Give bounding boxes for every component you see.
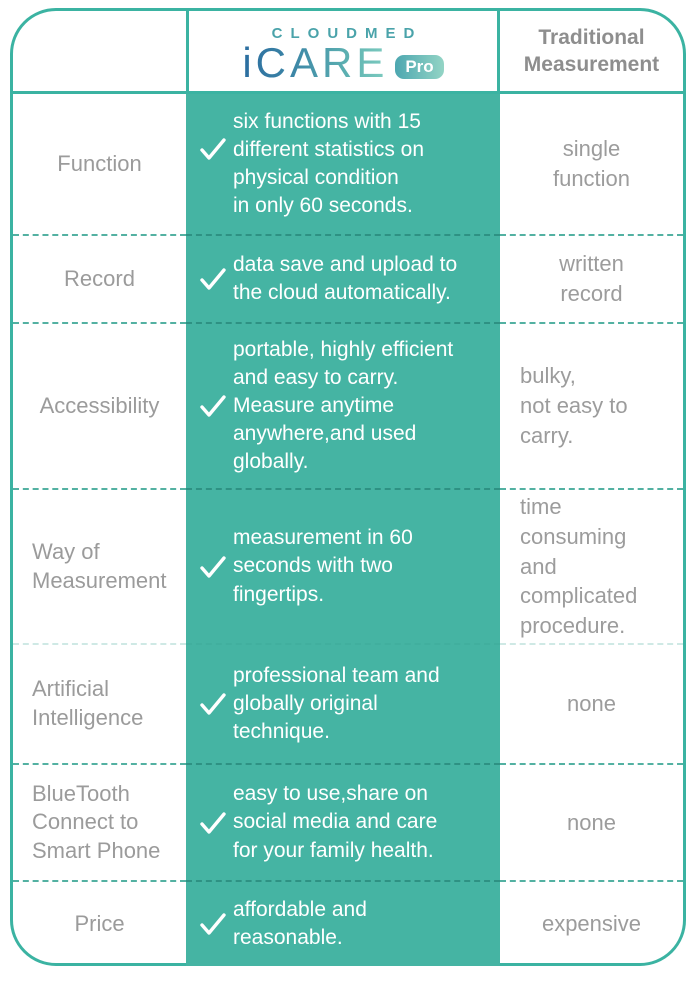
row-accessibility: Accessibility portable, highly efficient…: [13, 324, 683, 490]
brand-cloudmed-text: CLOUDMED: [271, 25, 423, 43]
row-artificial-intelligence: Artificial Intelligence professional tea…: [13, 645, 683, 765]
icare-cell: six functions with 15 different statisti…: [186, 94, 500, 236]
row-label: Price: [74, 910, 125, 936]
traditional-cell: time consuming and complicated procedure…: [500, 490, 683, 645]
row-way-of-measurement: Way of Measurement measurement in 60 sec…: [13, 490, 683, 645]
row-label: Function: [13, 94, 186, 236]
icare-text: professional team and globally original …: [233, 663, 440, 744]
row-label: Artificial Intelligence: [13, 645, 186, 765]
row-function: Function six functions with 15 different…: [13, 94, 683, 236]
row-label: Accessibility: [13, 324, 186, 490]
icare-text: portable, highly efficient and easy to c…: [233, 337, 454, 474]
icare-cell: easy to use,share on social media and ca…: [186, 765, 500, 882]
check-icon: [198, 555, 228, 579]
icare-text: six functions with 15 different statisti…: [233, 109, 425, 218]
icare-text: measurement in 60 seconds with two finge…: [233, 526, 413, 606]
row-price: Price affordable and reasonable. expensi…: [13, 882, 683, 966]
icare-cell: data save and upload to the cloud automa…: [186, 236, 500, 324]
traditional-cell: none: [500, 765, 683, 882]
icare-cell: professional team and globally original …: [186, 645, 500, 765]
traditional-cell: written record: [500, 236, 683, 324]
brand-header: CLOUDMED iCARE Pro: [186, 11, 500, 91]
check-icon: [198, 394, 228, 418]
header-empty-cell: [13, 11, 186, 91]
traditional-cell: none: [500, 645, 683, 765]
icare-text: affordable and reasonable.: [233, 897, 367, 949]
comparison-table: CLOUDMED iCARE Pro Traditional Measureme…: [10, 8, 686, 966]
brand-logo: iCARE Pro: [242, 39, 444, 87]
icare-cell: measurement in 60 seconds with two finge…: [186, 490, 500, 645]
traditional-header: Traditional Measurement: [523, 25, 660, 76]
row-bluetooth: BlueTooth Connect to Smart Phone easy to…: [13, 765, 683, 882]
icare-text: easy to use,share on social media and ca…: [233, 782, 438, 862]
table-body: Function six functions with 15 different…: [13, 94, 683, 966]
table-header: CLOUDMED iCARE Pro Traditional Measureme…: [13, 11, 683, 94]
row-label: BlueTooth Connect to Smart Phone: [13, 765, 186, 882]
check-icon: [198, 137, 228, 161]
traditional-cell: expensive: [541, 911, 642, 937]
traditional-cell: single function: [500, 94, 683, 236]
brand-pro-badge: Pro: [395, 54, 444, 79]
traditional-cell: bulky, not easy to carry.: [500, 324, 683, 490]
check-icon: [198, 912, 228, 936]
icare-cell: affordable and reasonable.: [186, 882, 500, 966]
brand-icare-text: iCARE: [242, 39, 389, 87]
check-icon: [198, 267, 228, 291]
check-icon: [198, 692, 228, 716]
icare-cell: portable, highly efficient and easy to c…: [186, 324, 500, 490]
row-label: Record: [13, 236, 186, 324]
icare-text: data save and upload to the cloud automa…: [233, 252, 458, 304]
row-record: Record data save and upload to the cloud…: [13, 236, 683, 324]
check-icon: [198, 811, 228, 835]
row-label: Way of Measurement: [13, 490, 186, 645]
